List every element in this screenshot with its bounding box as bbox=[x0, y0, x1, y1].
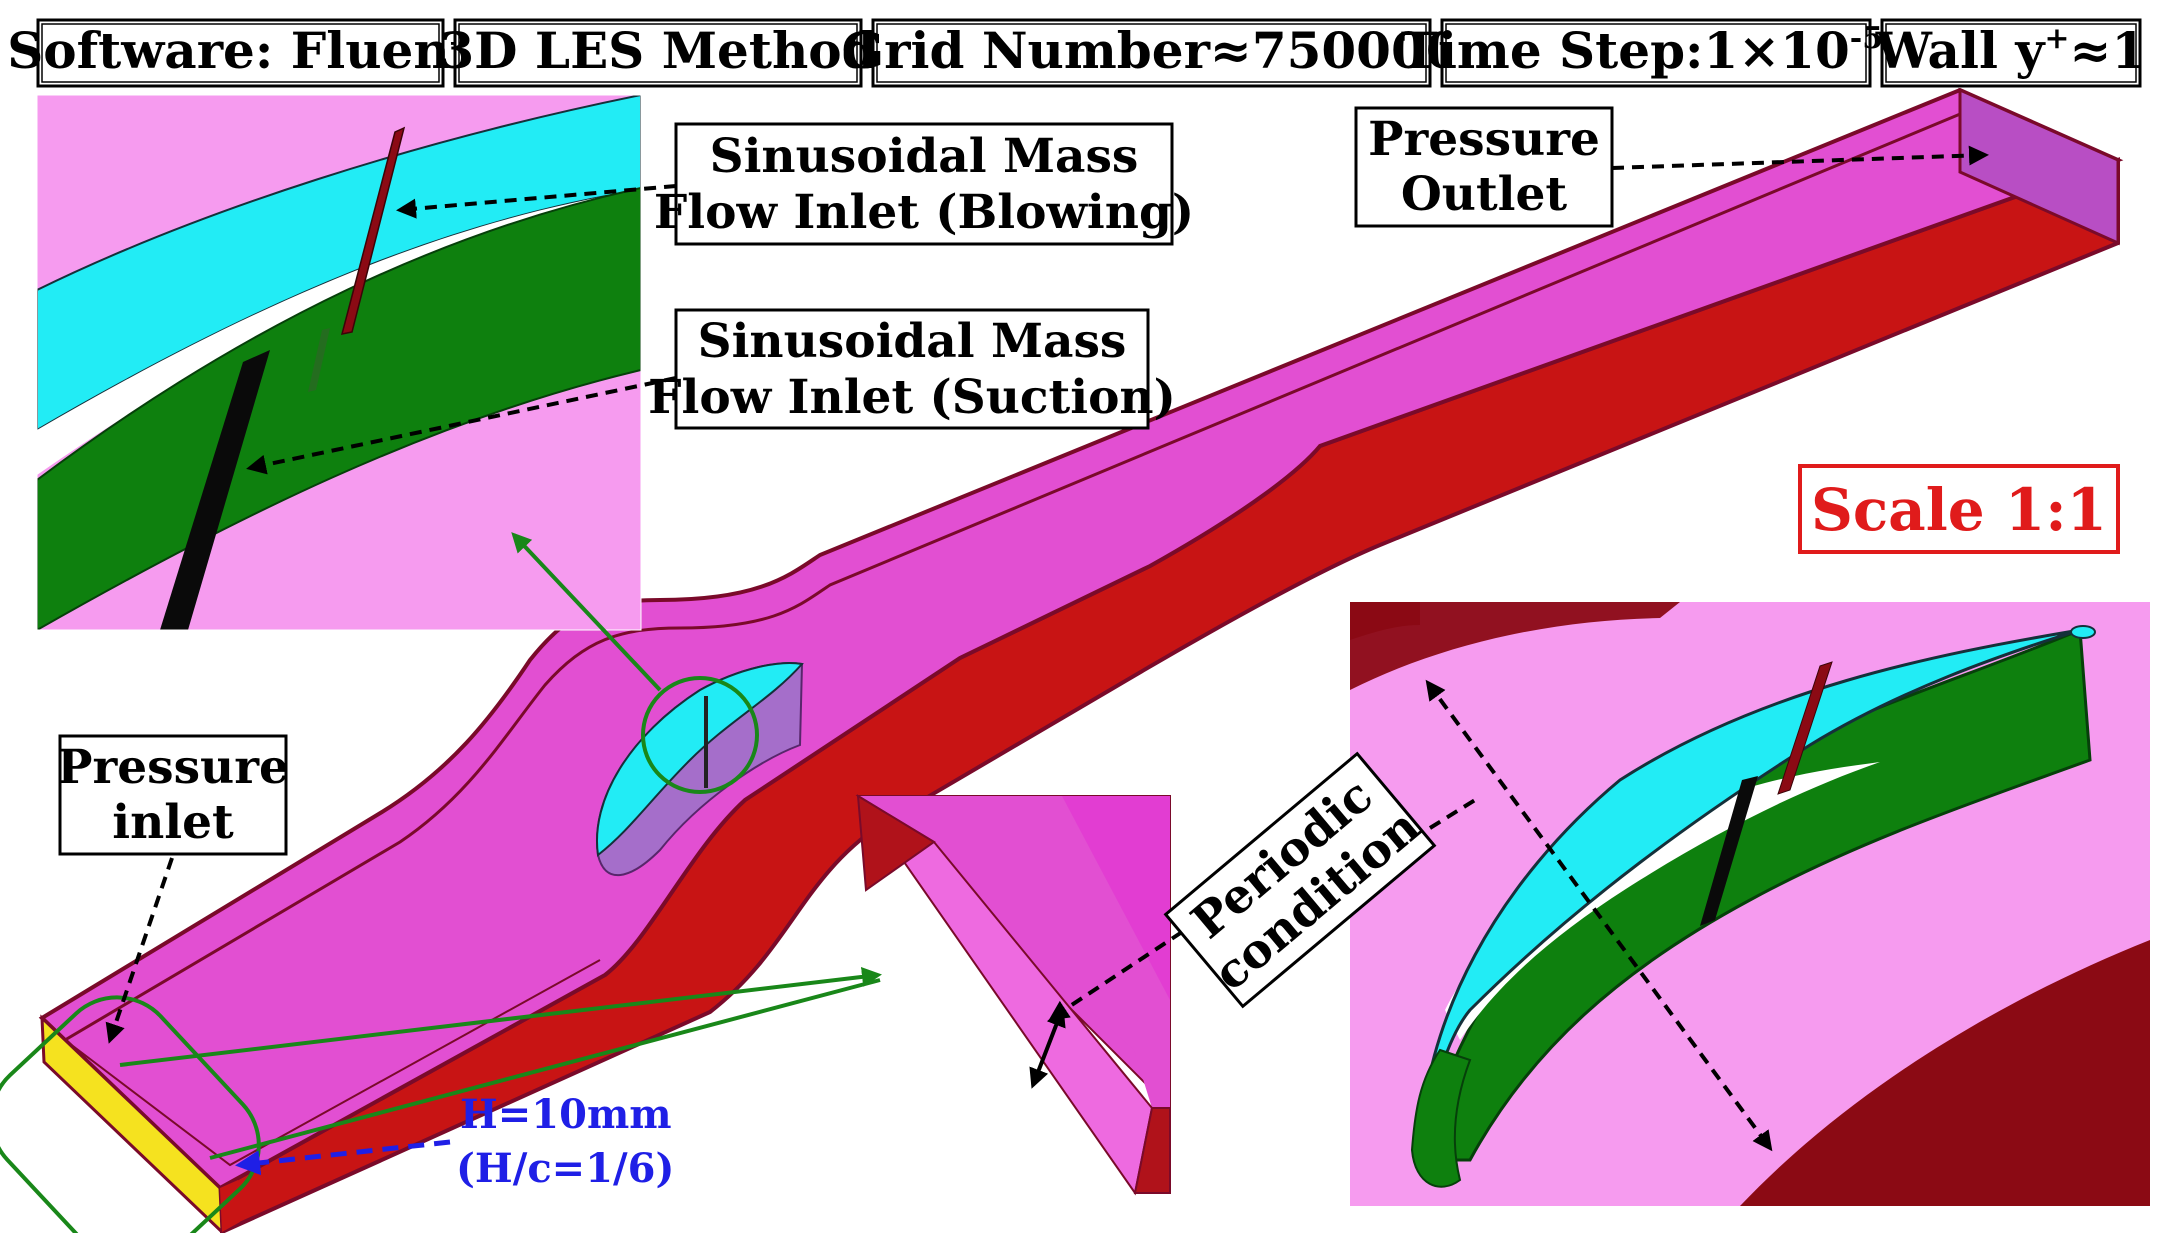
scale-box: Scale 1:1 bbox=[1798, 464, 2120, 554]
arrow-pressure-inlet-label bbox=[105, 857, 174, 1044]
zoom-blowing-slot bbox=[340, 126, 406, 335]
height-label-line2: (H/c=1/6) bbox=[456, 1145, 674, 1192]
section-pitch-arrow bbox=[1029, 1006, 1066, 1089]
periodic-blowing-slot bbox=[1777, 661, 1833, 795]
label-suction-box: Sinusoidal Mass Flow Inlet (Suction) bbox=[648, 308, 1176, 430]
domain-inner-edge bbox=[64, 959, 601, 1167]
zoom-panel-slots bbox=[37, 95, 641, 630]
arrow-periodic-to-section bbox=[1048, 930, 1184, 1021]
zoom-suction-slot bbox=[160, 350, 270, 630]
header-software-text: Software: Fluent bbox=[7, 21, 473, 80]
periodic-pitch-arrow bbox=[1425, 679, 1773, 1152]
label-suction-line2: Flow Inlet (Suction) bbox=[648, 370, 1176, 425]
domain-top-surface bbox=[38, 87, 2124, 1191]
label-blowing-line1: Sinusoidal Mass bbox=[710, 129, 1139, 184]
label-blowing-line2: Flow Inlet (Blowing) bbox=[654, 185, 1194, 240]
header-bar: Software: Fluent 3D LES Method Grid Numb… bbox=[7, 18, 2146, 88]
arrow-suction-label bbox=[246, 376, 677, 475]
header-box-software: Software: Fluent bbox=[7, 18, 473, 88]
label-inlet-line2: inlet bbox=[112, 795, 234, 850]
arrow-inlet-to-section-lower bbox=[209, 978, 881, 1160]
periodic-wall-upper-arc bbox=[1350, 602, 1680, 690]
header-box-wall: Wall y+≈1 bbox=[1875, 18, 2146, 88]
arrow-outlet-label bbox=[1611, 145, 1989, 170]
header-box-grid: Grid Number≈750000 bbox=[841, 18, 1461, 88]
section-top-red-wedge bbox=[856, 794, 936, 892]
computational-domain bbox=[0, 87, 2124, 1233]
domain-back-wall-edge bbox=[40, 110, 1966, 1042]
header-box-method: 3D LES Method bbox=[439, 18, 877, 88]
label-outlet-line1: Pressure bbox=[1368, 112, 1600, 167]
section-top-strip bbox=[858, 796, 1170, 1108]
scale-text: Scale 1:1 bbox=[1811, 476, 2107, 544]
label-outlet-line2: Outlet bbox=[1401, 167, 1568, 222]
height-label: H=10mm (H/c=1/6) bbox=[456, 1091, 674, 1192]
zoom-ellipse-inlet bbox=[0, 995, 261, 1233]
annotation-arrows bbox=[105, 145, 1989, 1176]
arrow-inlet-to-section bbox=[119, 966, 882, 1067]
header-box-timestep: Time Step:1×10-5s bbox=[1401, 18, 1912, 88]
arrow-height bbox=[235, 1139, 451, 1176]
height-label-line1: H=10mm bbox=[460, 1091, 672, 1138]
header-method-text: 3D LES Method bbox=[439, 21, 876, 80]
label-inlet-line1: Pressure bbox=[57, 740, 289, 795]
zoom-panel-inlet-section bbox=[855, 794, 1171, 1196]
zoom-circle-blade bbox=[641, 676, 759, 794]
periodic-wall-lower-arc bbox=[1740, 940, 2150, 1206]
section-bottom-red-wedge bbox=[1133, 1107, 1171, 1194]
label-suction-line1: Sinusoidal Mass bbox=[698, 314, 1127, 369]
pressure-outlet-face bbox=[1958, 87, 2120, 246]
arrow-zoom-to-slots bbox=[511, 532, 662, 692]
label-blowing-box: Sinusoidal Mass Flow Inlet (Blowing) bbox=[654, 122, 1194, 246]
label-outlet-box: Pressure Outlet bbox=[1354, 106, 1614, 228]
label-pressure-inlet-box: Pressure inlet bbox=[57, 734, 289, 856]
passage-blade-pressure-side bbox=[596, 662, 804, 857]
arrow-blowing-label bbox=[396, 184, 677, 219]
zoom-panel-periodic bbox=[1350, 602, 2150, 1206]
passage-blade bbox=[596, 662, 804, 876]
header-timestep-text: Time Step:1×10-5s bbox=[1401, 21, 1912, 80]
header-grid-text: Grid Number≈750000 bbox=[841, 21, 1460, 80]
header-wall-text: Wall y+≈1 bbox=[1875, 21, 2146, 80]
